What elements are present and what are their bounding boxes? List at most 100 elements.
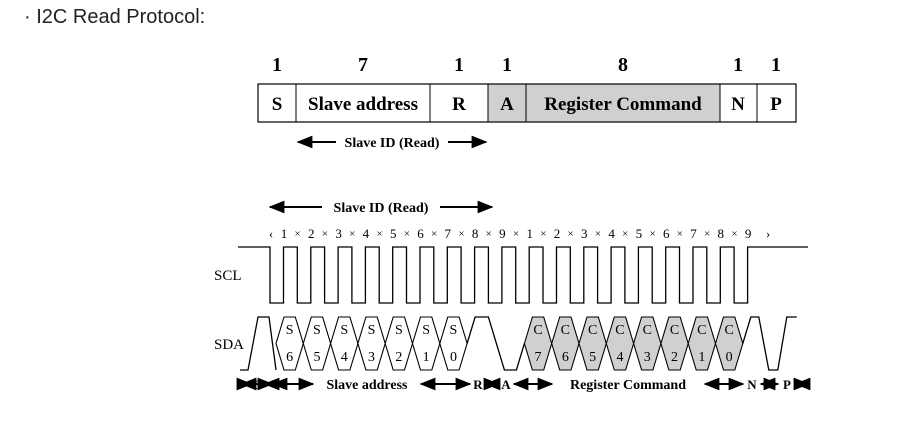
sda-slave-bit-label: S [286,323,294,338]
sda-command-bit-label: C [724,323,733,338]
sda-label: SDA [214,337,244,353]
sda-slave-bit-index: 2 [395,350,402,365]
clock-count-label: 4 [608,226,615,241]
field-label-slave-address: Slave address [308,94,418,115]
clock-count-label: 5 [636,226,643,241]
frame-border [257,83,797,123]
clock-separator: × [404,228,410,240]
segment-register-command: Register Command [570,378,686,393]
clock-count-label: 7 [690,226,697,241]
clock-count-label: 6 [663,226,670,241]
clock-count-label: 1 [281,226,288,241]
sda-slave-bit-index: 5 [313,350,320,365]
field-label-a: A [500,94,514,115]
sda-command-bit-label: C [697,323,706,338]
scl-label: SCL [214,268,242,284]
clock-count-label: 8 [472,226,479,241]
slave-id-label: Slave ID (Read) [345,136,440,151]
field-bits: 1 [771,54,781,76]
sda-command-bit-index: 0 [726,350,733,365]
field-bits: 1 [272,54,282,76]
frame-table: 1 7 1 1 8 1 1 S Slave address R A Regist… [257,54,797,123]
field-bits: 1 [502,54,512,76]
sda-slave-bit-index: 3 [368,350,375,365]
sda-slave-bit-label: S [450,323,458,338]
sda-command-bit-label: C [615,323,624,338]
segment-n: N [747,377,757,392]
clock-separator: × [731,228,737,240]
sda-command-bit-label: C [561,323,570,338]
field-bits: 7 [358,54,368,76]
clock-separator: × [376,228,382,240]
segment-row: S Slave address R A Register Command N P [236,377,811,393]
clock-open-bracket: ‹ [269,226,273,241]
field-label-p: P [770,94,782,115]
clock-close-bracket: › [766,226,770,241]
clock-count-label: 3 [335,226,342,241]
page-title: · I2C Read Protocol: [24,6,206,28]
sda-slave-bit-index: 6 [286,350,293,365]
sda-slave-bit-index: 0 [450,350,457,365]
segment-p: P [783,377,791,392]
clock-count-label: 8 [718,226,725,241]
clock-count-label: 2 [308,226,315,241]
field-label-r: R [452,94,466,115]
field-bits: 1 [733,54,743,76]
clock-separator: × [540,228,546,240]
sda-command-bit-index: 3 [644,350,651,365]
clock-separator: × [677,228,683,240]
sda-command-bit-index: 1 [698,350,705,365]
frame-slave-id-arrow: Slave ID (Read) [296,135,488,151]
clock-count-label: 9 [499,226,506,241]
segment-s: S [254,377,261,392]
clock-count-label: 9 [745,226,752,241]
sda-command-bit-index: 4 [616,350,623,365]
clock-separator: × [513,228,519,240]
segment-slave-address: Slave address [326,378,408,393]
clock-separator: × [486,228,492,240]
timing-slave-id-arrow: Slave ID (Read) [268,200,494,216]
clock-separator: × [595,228,601,240]
clock-count-label: 1 [526,226,533,241]
clock-count-label: 7 [445,226,452,241]
sda-command-bit-index: 6 [562,350,569,365]
clock-count-label: 6 [417,226,424,241]
clock-count-label: 5 [390,226,397,241]
sda-slave-bit-index: 1 [423,350,430,365]
clock-separator: × [349,228,355,240]
clock-separator: × [704,228,710,240]
field-label-register-command: Register Command [544,94,702,115]
sda-slave-bit-label: S [340,323,348,338]
clock-count-label: 2 [554,226,561,241]
clock-count-label: 3 [581,226,588,241]
scl-waveform [238,246,808,304]
field-label-n: N [731,94,745,115]
clock-count-label: 4 [363,226,370,241]
sda-command-bit-index: 5 [589,350,596,365]
clock-separator: × [295,228,301,240]
field-bits: 1 [454,54,464,76]
segment-a: A [501,377,511,392]
sda-command-bit-index: 2 [671,350,678,365]
sda-nack-stop-condition [742,316,797,371]
sda-command-bit-index: 7 [535,350,542,365]
clock-separator: × [322,228,328,240]
sda-slave-bit-index: 4 [341,350,348,365]
slave-id-label: Slave ID (Read) [334,201,429,216]
clock-separator: × [649,228,655,240]
clock-separator: × [458,228,464,240]
sda-read-ack-bits [466,316,526,371]
frame-shaded-region [488,84,720,122]
sda-command-bit-label: C [588,323,597,338]
sda-slave-bit-label: S [395,323,403,338]
sda-command-bit-label: C [533,323,542,338]
sda-slave-bit-label: S [368,323,376,338]
sda-start-condition [240,316,277,371]
sda-command-bit-label: C [643,323,652,338]
clock-count-row: ‹ › 1×2×3×4×5×6×7×8×9×1×2×3×4×5×6×7×8×9 [269,226,770,241]
clock-separator: × [568,228,574,240]
segment-r: R [473,377,483,392]
field-label-s: S [272,94,283,115]
